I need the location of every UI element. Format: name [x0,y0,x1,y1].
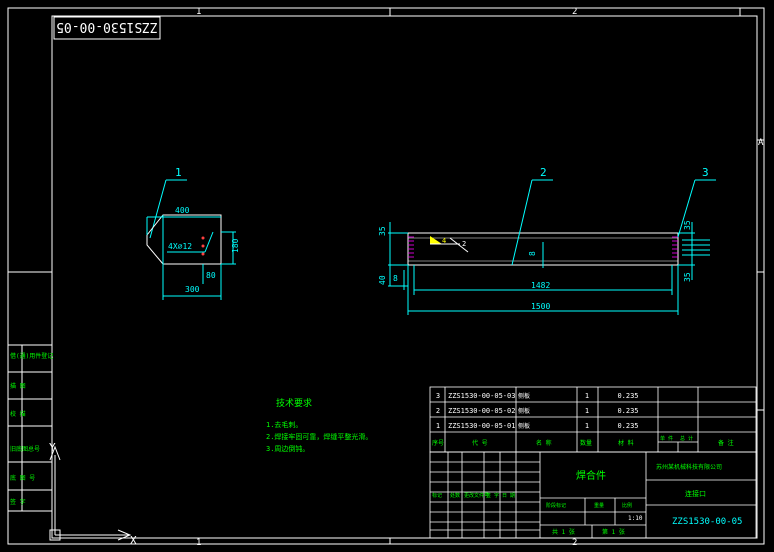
ucs-x-label: X [130,534,137,547]
title-part-name: 焊合件 [576,469,606,482]
left-label-4: 旧底图总号 [10,445,40,453]
mirrored-code-text: ZZS1530-00-05 [56,19,158,34]
dim-80: 80 [206,271,216,280]
title-block [429,451,757,539]
title-sign-3: 更改文件号 [464,492,489,499]
drawing-frame [7,7,765,545]
dim-180: 180 [231,238,240,253]
dim-1482: 1482 [531,281,550,290]
title-sheet-total: 共 1 张 [552,528,575,536]
title-sign-2: 处数 [450,492,460,499]
title-scale-label: 比例 [622,502,632,509]
row1-qty: 1 [585,422,589,430]
parts-table [429,386,757,453]
row2-name: 侧板 [518,407,530,415]
weld-side: 2 [462,240,466,248]
row1-code: ZZS1530-00-05-01 [448,422,515,430]
hdr-single: 单 件 [660,435,673,442]
left-label-6: 签 字 [10,498,26,506]
hdr-code: 代 号 [472,439,488,447]
left-label-5: 底 图 号 [10,474,35,482]
tech-req-line-2: 2.焊接牢固可靠，焊缝平整光滑。 [266,432,372,441]
title-sheet-no: 第 1 张 [602,528,625,536]
dim-35-left: 35 [378,226,387,236]
zone-label-top-2: 2 [572,7,577,17]
zone-label-bottom-2: 2 [572,538,577,548]
row1-weight: 0.235 [617,422,638,430]
main-view-weldment: 4 2 2 3 35 40 8 8 1482 1500 [378,166,716,315]
parts-header-row: 序号 代 号 名 称 数量 材 料 单 件 总 计 备 注 [432,435,734,447]
hdr-remark: 备 注 [718,439,734,447]
row3-weight: 0.235 [617,392,638,400]
dim-300: 300 [185,285,200,294]
row3-no: 3 [436,392,440,400]
row3-name: 侧板 [518,392,530,400]
parts-row-2: 2 ZZS1530-00-05-02 侧板 1 0.235 [436,407,639,415]
mirrored-code-box: ZZS1530-00-05 [53,16,161,40]
hdr-qty: 数量 [580,439,592,447]
tech-req-line-1: 1.去毛刺。 [266,420,302,429]
balloon-2: 2 [540,166,547,179]
left-label-3: 校 描 [10,410,26,418]
title-sign-4: 签 字 [486,492,499,499]
title-weight-label: 重量 [594,502,604,509]
title-stage-label: 阶段标记 [546,502,566,509]
balloon-1: 1 [175,166,182,179]
left-label-1: 借(通)用件登记 [10,352,53,360]
hdr-no: 序号 [432,439,444,447]
title-sign-1: 标记 [432,492,442,499]
row2-weight: 0.235 [617,407,638,415]
row1-name: 侧板 [518,422,530,430]
zone-label-bottom-1: 1 [196,538,201,548]
dim-8-left: 8 [393,274,398,283]
row2-qty: 1 [585,407,589,415]
left-label-2: 描 图 [10,382,26,390]
zone-label-right-a: A [758,138,764,148]
ucs-y-label: Y [49,441,56,454]
title-scale: 1:10 [628,515,643,522]
dim-35-right-bottom: 35 [683,272,692,282]
row3-qty: 1 [585,392,589,400]
dim-holes: 4X⌀12 [168,242,192,251]
row1-no: 1 [436,422,440,430]
row2-no: 2 [436,407,440,415]
dim-400: 400 [175,206,190,215]
balloon-3: 3 [702,166,709,179]
dim-35-right-top: 35 [683,220,692,230]
parts-row-3: 3 ZZS1530-00-05-03 侧板 1 0.235 [436,392,639,400]
title-company: 苏州某机械科技有限公司 [656,463,722,471]
title-drawing-code: ZZS1530-00-05 [672,517,742,527]
title-sign-5: 日 期 [502,493,515,499]
weld-size: 4 [442,237,446,245]
parts-row-1: 1 ZZS1530-00-05-01 侧板 1 0.235 [436,422,639,430]
hdr-name: 名 称 [536,439,552,447]
zone-label-top-1: 1 [196,7,201,17]
hdr-mat: 材 料 [618,439,634,447]
tech-req-title: 技术要求 [276,397,312,409]
ucs-icon [49,445,132,541]
row3-code: ZZS1530-00-05-03 [448,392,515,400]
tech-req-line-3: 3.周边倒钝。 [266,444,309,453]
title-drawing-name: 连接口 [685,489,706,498]
row2-code: ZZS1530-00-05-02 [448,407,515,415]
left-view-part-1: 1 400 4X⌀12 180 80 300 [146,166,240,300]
hdr-total: 总 计 [680,435,693,442]
left-registration-table [7,344,53,512]
dim-8-mid: 8 [528,251,537,256]
dim-1500: 1500 [531,302,550,311]
technical-requirements: 技术要求 1.去毛刺。 2.焊接牢固可靠，焊缝平整光滑。 3.周边倒钝。 [266,397,372,453]
dim-40: 40 [378,275,387,285]
